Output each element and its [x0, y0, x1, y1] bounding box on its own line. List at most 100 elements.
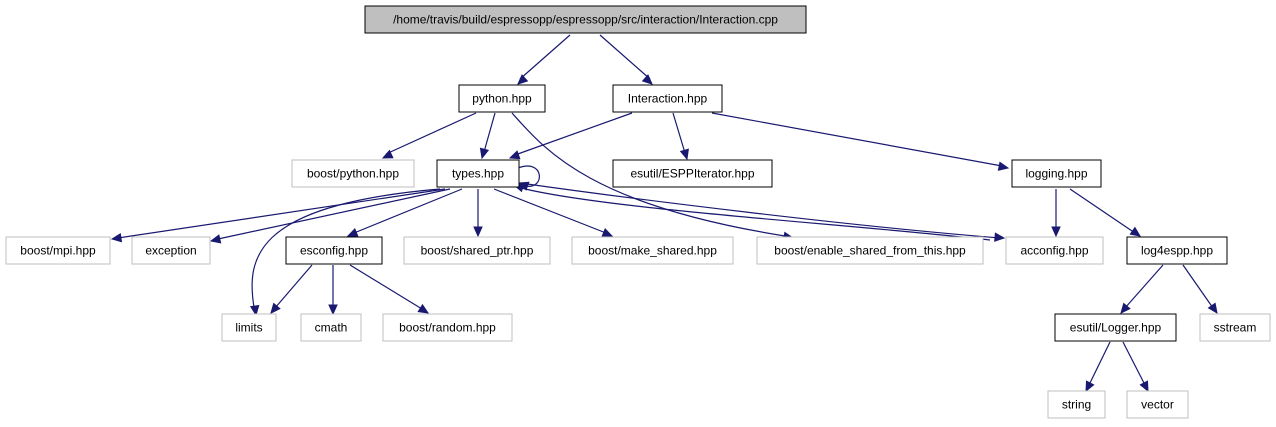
- edge-logger-string: [1085, 341, 1111, 393]
- edge-cpp-interaction: [599, 34, 653, 85]
- node-acconfig-hpp: acconfig.hpp: [1005, 236, 1104, 265]
- edge-logging-log4espp: [1069, 188, 1142, 237]
- node-box: [612, 84, 723, 113]
- node-interaction-cpp[interactable]: /home/travis/build/espressopp/espressopp…: [364, 5, 807, 34]
- edge-interaction-types: [508, 112, 633, 160]
- edge-esconfig-cmath: [328, 265, 338, 316]
- node-label: cmath: [315, 321, 348, 335]
- nodes: /home/travis/build/espressopp/espressopp…: [5, 5, 1271, 419]
- node-box: [382, 313, 513, 342]
- edge-log4espp-sstream: [1182, 264, 1218, 315]
- edge-types-makeshared: [493, 188, 614, 237]
- arrowhead-icon: [1085, 380, 1095, 393]
- node-string: string: [1047, 390, 1106, 419]
- node-label: limits: [235, 321, 262, 335]
- node-log4espp-hpp[interactable]: log4espp.hpp: [1126, 236, 1228, 265]
- arrowhead-icon: [479, 147, 490, 160]
- edge-interaction-logging: [711, 112, 1010, 171]
- arrowhead-icon: [249, 304, 260, 317]
- node-label: types.hpp: [452, 167, 504, 181]
- arrowhead-icon: [997, 161, 1010, 171]
- node-esutil-logger-hpp[interactable]: esutil/Logger.hpp: [1054, 313, 1177, 342]
- node-box: [291, 159, 415, 188]
- node-boost-enable-shared-from-this-hpp: boost/enable_shared_from_this.hpp: [756, 236, 984, 265]
- node-cmath: cmath: [300, 313, 362, 342]
- node-types-hpp[interactable]: types.hpp: [436, 159, 520, 188]
- arrowhead-icon: [1120, 302, 1131, 314]
- node-box: [1126, 236, 1228, 265]
- arrowhead-icon: [517, 74, 529, 85]
- arrowhead-icon: [328, 304, 338, 316]
- node-box: [300, 313, 362, 342]
- node-vector: vector: [1126, 390, 1189, 419]
- edge-types-mpi: [110, 188, 446, 243]
- node-box: [131, 236, 211, 265]
- node-box: [1199, 313, 1271, 342]
- node-sstream: sstream: [1199, 313, 1271, 342]
- node-label: exception: [145, 244, 196, 258]
- arrowhead-icon: [641, 74, 653, 85]
- edge-types-limits: [249, 188, 441, 317]
- arrowhead-icon: [1051, 226, 1061, 238]
- arrowhead-icon: [381, 149, 394, 159]
- node-label: sstream: [1214, 321, 1257, 335]
- edge-esconfig-limits: [270, 264, 313, 314]
- node-label: python.hpp: [472, 92, 532, 106]
- node-exception: exception: [131, 236, 211, 265]
- node-label: vector: [1141, 398, 1174, 412]
- node-box: [612, 159, 773, 188]
- node-python-hpp[interactable]: python.hpp: [458, 84, 546, 113]
- node-label: log4espp.hpp: [1141, 244, 1213, 258]
- node-label: boost/random.hpp: [399, 321, 496, 335]
- node-boost-make-shared-hpp: boost/make_shared.hpp: [571, 236, 734, 265]
- node-label: string: [1062, 398, 1091, 412]
- node-esconfig-hpp[interactable]: esconfig.hpp: [285, 236, 383, 265]
- edge-python-types: [479, 112, 496, 160]
- edge-types-exception: [209, 188, 451, 244]
- node-label: /home/travis/build/espressopp/espressopp…: [393, 13, 778, 27]
- node-label: boost/python.hpp: [307, 167, 399, 181]
- node-label: esutil/Logger.hpp: [1070, 321, 1162, 335]
- edge-python-boostpython: [381, 112, 477, 159]
- arrowhead-icon: [679, 148, 689, 161]
- edge-logger-vector: [1122, 341, 1149, 393]
- node-label: logging.hpp: [1025, 167, 1087, 181]
- node-label: boost/shared_ptr.hpp: [421, 244, 534, 258]
- node-label: acconfig.hpp: [1020, 244, 1088, 258]
- node-box: [1054, 313, 1177, 342]
- arrowhead-icon: [601, 228, 614, 237]
- edge-types-esconfig: [346, 188, 463, 237]
- node-box: [571, 236, 734, 265]
- arrowhead-icon: [508, 150, 521, 160]
- arrowhead-icon: [994, 232, 1006, 242]
- node-boost-random-hpp: boost/random.hpp: [382, 313, 513, 342]
- node-box: [756, 236, 984, 265]
- node-boost-mpi-hpp: boost/mpi.hpp: [5, 236, 111, 265]
- node-box: [403, 236, 551, 265]
- arrowhead-icon: [1207, 302, 1218, 315]
- arrowhead-icon: [270, 302, 281, 314]
- edge-logging-acconfig: [1051, 189, 1061, 238]
- node-label: boost/make_shared.hpp: [588, 244, 717, 258]
- node-limits: limits: [221, 313, 277, 342]
- node-box: [1011, 159, 1102, 188]
- node-esutil-esppiterator-hpp[interactable]: esutil/ESPPIterator.hpp: [612, 159, 773, 188]
- node-box: [1047, 390, 1106, 419]
- edge-types-sharedptr: [473, 189, 483, 238]
- node-interaction-hpp[interactable]: Interaction.hpp: [612, 84, 723, 113]
- edge-interaction-esppiterator: [672, 112, 689, 161]
- arrowhead-icon: [417, 303, 430, 314]
- arrowhead-icon: [1139, 380, 1149, 393]
- node-box: [5, 236, 111, 265]
- node-box: [285, 236, 383, 265]
- arrowhead-icon: [209, 234, 222, 244]
- node-logging-hpp[interactable]: logging.hpp: [1011, 159, 1102, 188]
- arrowhead-icon: [473, 226, 483, 238]
- node-label: boost/enable_shared_from_this.hpp: [774, 244, 966, 258]
- node-label: esconfig.hpp: [300, 244, 368, 258]
- edge-cpp-python: [517, 34, 571, 85]
- node-box: [436, 159, 520, 188]
- edges: [110, 34, 1218, 393]
- arrowhead-icon: [110, 232, 123, 243]
